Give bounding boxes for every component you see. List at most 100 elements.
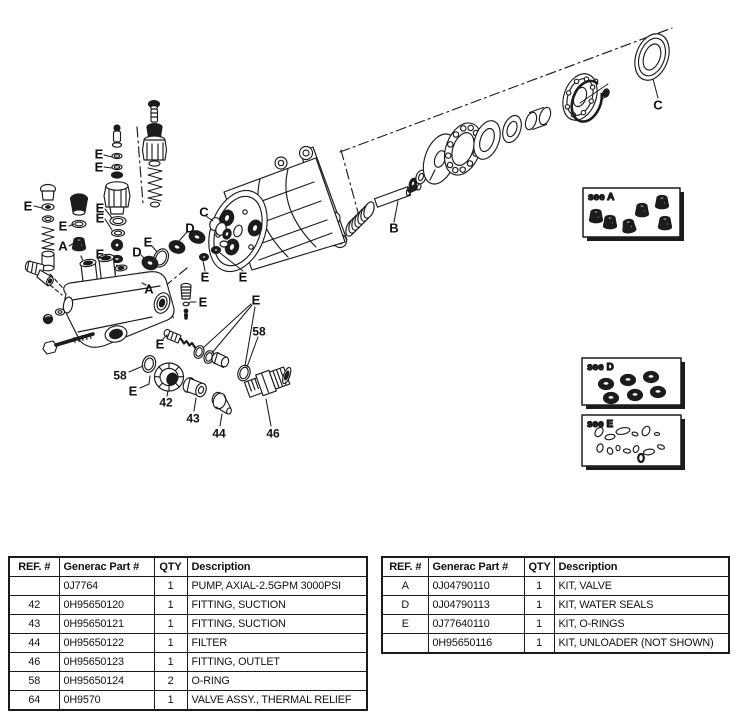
table-cell: 0H95650122 xyxy=(58,633,155,653)
callout-e: E xyxy=(96,247,105,262)
table-cell: PUMP, AXIAL-2.5GPM 3000PSI xyxy=(186,576,368,596)
inset-title-see-d: see D xyxy=(587,362,614,373)
callout-a: A xyxy=(144,282,154,297)
water-seal-group xyxy=(131,217,232,288)
callout-e: E xyxy=(59,219,68,234)
table-cell xyxy=(381,633,429,654)
table-cell: 1 xyxy=(153,576,188,596)
column-header: QTY xyxy=(153,556,188,577)
table-cell: 1 xyxy=(523,595,555,615)
callout-e: E xyxy=(95,147,104,162)
inlet-elbow-fitting xyxy=(24,260,54,287)
table-cell: O-RING xyxy=(186,671,368,691)
table-cell: KIT, VALVE xyxy=(553,576,730,596)
callout-c: C xyxy=(199,205,209,220)
table-cell: 44 xyxy=(8,633,60,653)
callout-58: 58 xyxy=(252,325,266,339)
unloader-valve-stack xyxy=(103,124,131,264)
table-cell: FITTING, OUTLET xyxy=(186,652,368,672)
thermal-relief-valve xyxy=(39,183,57,272)
outlet-fitting-chain xyxy=(141,328,292,415)
table-cell: FILTER xyxy=(186,633,368,653)
column-header: Generac Part # xyxy=(427,556,525,577)
callout-42: 42 xyxy=(159,396,173,410)
table-cell: 0J04790113 xyxy=(427,595,525,615)
callout-e: E xyxy=(95,160,104,175)
callout-e: E xyxy=(144,235,153,250)
table-cell: 0H95650120 xyxy=(58,595,155,615)
column-header: Description xyxy=(553,556,730,577)
table-cell: 1 xyxy=(153,595,188,615)
inset-title-see-a: see A xyxy=(588,192,614,203)
callout-58: 58 xyxy=(113,369,127,383)
exploded-parts-diagram: see A see D see E xyxy=(24,27,685,470)
table-cell: 64 xyxy=(8,690,60,711)
manifold-block xyxy=(42,253,175,355)
table-cell: 0J77640110 xyxy=(427,614,525,634)
callout-e: E xyxy=(201,270,210,285)
table-cell: 1 xyxy=(153,614,188,634)
table-cell: KIT, O-RINGS xyxy=(553,614,730,634)
leader-lines xyxy=(33,78,659,427)
callout-c: C xyxy=(653,98,663,113)
table-cell: 1 xyxy=(523,633,555,654)
table-cell: 0H9570 xyxy=(58,690,155,711)
callout-e: E xyxy=(129,384,138,399)
table-cell: 43 xyxy=(8,614,60,634)
inset-see-e-contents xyxy=(594,425,666,464)
drive-shaft-assembly xyxy=(345,33,670,237)
unloader-adjust-valve xyxy=(141,100,168,208)
inset-box xyxy=(581,414,682,467)
inset-title-see-e: see E xyxy=(587,419,613,430)
table-cell: 1 xyxy=(523,576,555,596)
callout-e: E xyxy=(252,293,261,308)
table-cell: A xyxy=(381,576,429,596)
pump-housing xyxy=(208,145,348,273)
table-cell: 0H95650121 xyxy=(58,614,155,634)
table-cell: 0J04790110 xyxy=(427,576,525,596)
table-cell: 2 xyxy=(153,671,188,691)
callout-e: E xyxy=(156,337,165,352)
table-cell: 1 xyxy=(153,652,188,672)
table-cell: 0J7764 xyxy=(58,576,155,596)
table-cell: FITTING, SUCTION xyxy=(186,614,368,634)
callout-b: B xyxy=(389,221,398,236)
callout-43: 43 xyxy=(186,412,200,426)
callout-e: E xyxy=(24,199,33,214)
check-valve-fitting xyxy=(180,282,192,320)
column-header: Generac Part # xyxy=(58,556,155,577)
table-cell xyxy=(8,576,60,596)
table-cell: 0H95650124 xyxy=(58,671,155,691)
table-cell: D xyxy=(381,595,429,615)
table-cell: 1 xyxy=(153,690,188,711)
table-cell: E xyxy=(381,614,429,634)
table-cell: 1 xyxy=(153,633,188,653)
table-cell: 1 xyxy=(523,614,555,634)
table-cell: 42 xyxy=(8,595,60,615)
table-cell: 58 xyxy=(8,671,60,691)
table-cell: 0H95650123 xyxy=(58,652,155,672)
callout-e: E xyxy=(199,295,208,310)
callout-a: A xyxy=(58,239,68,254)
callout-e: E xyxy=(96,201,105,216)
axis-guide-lines xyxy=(136,27,673,319)
callout-e: E xyxy=(96,211,105,226)
callout-46: 46 xyxy=(266,427,280,441)
table-cell: FITTING, SUCTION xyxy=(186,595,368,615)
table-cell: 46 xyxy=(8,652,60,672)
